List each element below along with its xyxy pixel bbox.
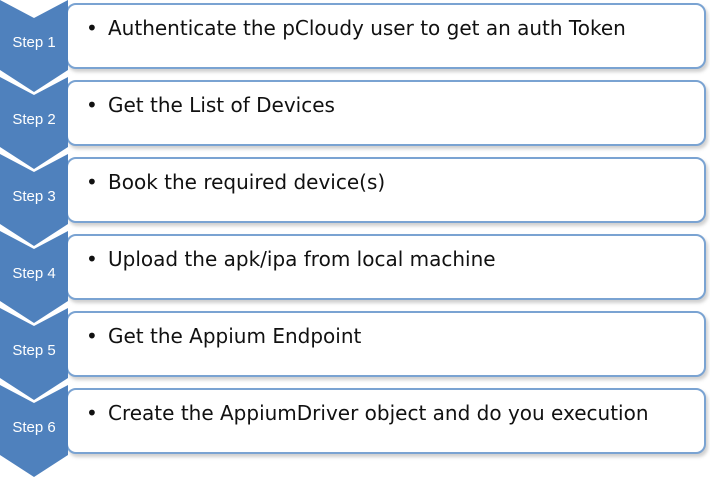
step-4-box: • Upload the apk/ipa from local machine <box>66 234 706 300</box>
step-6-box: • Create the AppiumDriver object and do y… <box>66 388 706 454</box>
bullet-icon: • <box>86 16 98 40</box>
step-5-text-line: • Get the Appium Endpoint <box>86 323 361 349</box>
step-3-chevron: Step 3 <box>0 154 68 246</box>
bullet-icon: • <box>86 93 98 117</box>
step-1-label: Step 1 <box>12 34 56 51</box>
step-1-text-line: • Authenticate the pCloudy user to get an… <box>86 15 626 41</box>
step-1-text: Authenticate the pCloudy user to get an … <box>108 16 626 40</box>
step-3-text-line: • Book the required device(s) <box>86 169 385 195</box>
step-2-label: Step 2 <box>12 111 56 128</box>
step-6-chevron: Step 6 <box>0 385 68 477</box>
step-4-text-line: • Upload the apk/ipa from local machine <box>86 246 496 272</box>
step-2-text-line: • Get the List of Devices <box>86 92 335 118</box>
bullet-icon: • <box>86 401 98 425</box>
step-1-chevron: Step 1 <box>0 0 68 92</box>
step-2-text: Get the List of Devices <box>108 93 335 117</box>
step-4-chevron: Step 4 <box>0 231 68 323</box>
step-5-label: Step 5 <box>12 342 56 359</box>
step-3-text: Book the required device(s) <box>108 170 386 194</box>
step-3-box: • Book the required device(s) <box>66 157 706 223</box>
step-6-label: Step 6 <box>12 419 56 436</box>
step-6-text: Create the AppiumDriver object and do yo… <box>108 401 649 425</box>
step-5-chevron: Step 5 <box>0 308 68 400</box>
step-1-box: • Authenticate the pCloudy user to get an… <box>66 3 706 69</box>
step-4-label: Step 4 <box>12 265 56 282</box>
bullet-icon: • <box>86 247 98 271</box>
bullet-icon: • <box>86 324 98 348</box>
step-5-box: • Get the Appium Endpoint <box>66 311 706 377</box>
step-2-chevron: Step 2 <box>0 77 68 169</box>
step-3-label: Step 3 <box>12 188 56 205</box>
step-4-text: Upload the apk/ipa from local machine <box>108 247 496 271</box>
step-2-box: • Get the List of Devices <box>66 80 706 146</box>
step-6-text-line: • Create the AppiumDriver object and do y… <box>86 400 649 426</box>
step-5-text: Get the Appium Endpoint <box>108 324 362 348</box>
bullet-icon: • <box>86 170 98 194</box>
